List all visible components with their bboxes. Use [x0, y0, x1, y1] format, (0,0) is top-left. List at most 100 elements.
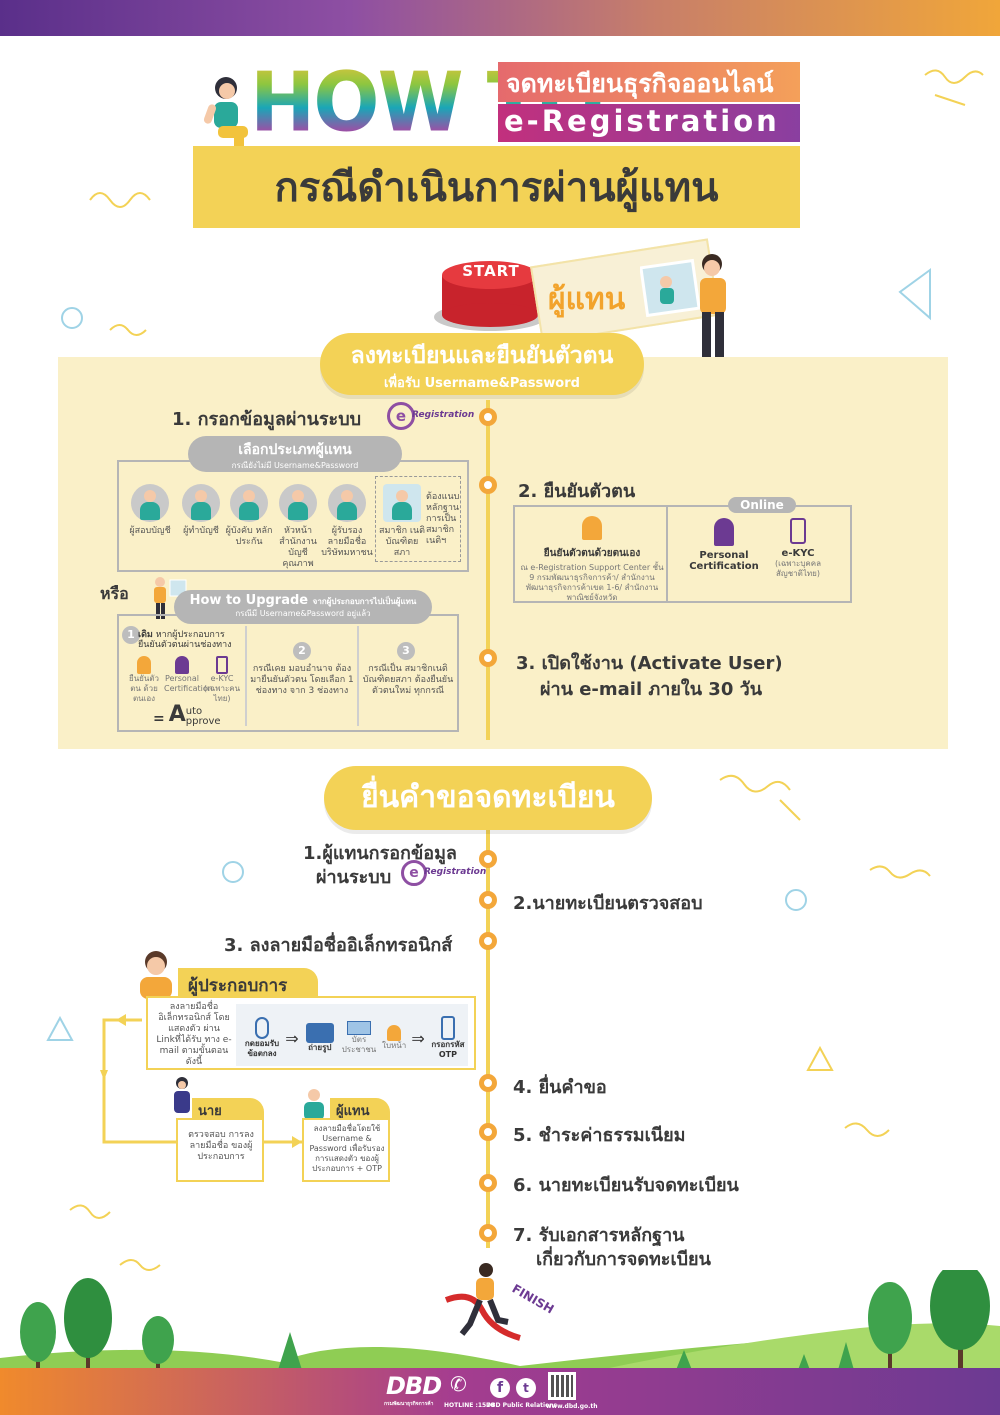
s2-step1-line1: 1.ผู้แทนกรอกข้อมูล [303, 843, 457, 864]
face-icon [387, 1025, 402, 1041]
timeline-dot [479, 891, 497, 909]
e-registration-logo-icon: e [401, 860, 427, 886]
verify-box [513, 505, 852, 603]
qr-code-icon[interactable] [548, 1372, 576, 1400]
e-registration-logo-text: Registration [412, 410, 475, 420]
accounting-office-icon [279, 484, 317, 522]
upgrade-item-2: กรณีเคย มอบอำนาจ ต้องมายืนยันตัวตน โดยเล… [250, 664, 354, 697]
select-agent-type-pill: เลือกประเภทผู้แทน กรณียังไม่มี Username&… [188, 436, 402, 472]
s2-step7-line2: เกี่ยวกับการจดทะเบียน [536, 1249, 711, 1270]
hotline-text: HOTLINE :1570 [444, 1402, 495, 1409]
flow-photo: ถ่ายรูป [302, 1023, 338, 1053]
agent-desc: ลงลายมือชื่อโดยใช้ Username & Password เ… [309, 1124, 385, 1173]
operator-flow-row: กดยอมรับ ข้อตกลง ⇒ ถ่ายรูป บัตรประชาชน ใ… [242, 1010, 468, 1066]
agent-small-icon [304, 1089, 324, 1120]
twitter-icon[interactable]: t [516, 1378, 536, 1398]
e-registration-logo-icon: e [387, 402, 415, 430]
timeline-dot [479, 408, 497, 426]
verify-self-icon [582, 516, 602, 540]
agent-type-signature-certifier[interactable]: ผู้รับรอง ลายมือชื่อ บริษัทมหาชน [320, 484, 374, 559]
website-text: www.dbd.go.th [546, 1403, 598, 1410]
dbd-logo-sub: กรมพัฒนาธุรกิจการค้า [384, 1401, 434, 1407]
accountant-icon [182, 484, 220, 522]
facebook-icon[interactable]: f [490, 1378, 510, 1398]
verify-self-title: ยืนยันตัวตนด้วยตนเอง [543, 548, 641, 559]
s2-step1-line2: ผ่านระบบ [316, 867, 392, 888]
subtitle-banner: กรณีดำเนินการผ่านผู้แทน [193, 146, 800, 228]
registrar-woman-icon [174, 1077, 190, 1113]
timeline-line-2 [486, 828, 490, 1248]
agent-type-bar-member[interactable]: สมาชิก เนติบัณฑิตย สภา [378, 484, 426, 559]
agent-man-icon [640, 254, 728, 368]
s2-step6: 6. นายทะเบียนรับจดทะเบียน [513, 1175, 739, 1196]
upgrade-num-3: 3 [397, 642, 415, 660]
select-agent-type-title: เลือกประเภทผู้แทน [238, 442, 352, 458]
registration-panel [58, 357, 948, 749]
start-button-icon [434, 261, 546, 331]
agent-type-label: สมาชิก เนติบัณฑิตย สภา [379, 526, 425, 558]
top-gradient-bar [0, 0, 1000, 36]
timeline-dot [479, 476, 497, 494]
camera-icon [305, 1023, 334, 1043]
section1-subtitle: เพื่อรับ Username&Password [384, 376, 580, 391]
upgrade-text-2: กรณีเคย มอบอำนาจ ต้องมายืนยันตัวตน โดยเล… [250, 664, 354, 696]
s2-step3: 3. ลงลายมือชื่ออิเล็กทรอนิกส์ [224, 935, 453, 956]
flow-accept: กดยอมรับ ข้อตกลง [242, 1017, 282, 1059]
s2-step7-line1: 7. รับเอกสารหลักฐาน [513, 1225, 685, 1246]
flow-id-card: บัตรประชาชน [341, 1021, 377, 1055]
upgrade-text-1: หากผู้ประกอบการ ยืนยันตัวตนผ่านช่องทาง [138, 630, 232, 650]
timeline-line-1 [486, 400, 490, 740]
agent-type-accountant[interactable]: ผู้ทำบัญชี [176, 484, 226, 537]
upgrade-divider [357, 626, 359, 726]
id-card-icon [346, 1021, 371, 1035]
select-agent-type-sub: กรณียังไม่มี Username&Password [231, 461, 359, 470]
title-english: e-Registration [498, 104, 800, 142]
upgrade-item-1: เดิม หากผู้ประกอบการ ยืนยันตัวตนผ่านช่อง… [138, 630, 244, 650]
upgrade-divider [245, 626, 247, 726]
ekyc-note: (เฉพาะบุคคล สัญชาติไทย) [774, 559, 822, 578]
verify-ekyc: e-KYC (เฉพาะบุคคล สัญชาติไทย) [768, 518, 828, 579]
registrar-desc: ตรวจสอบ การลงลายมือชื่อ ของผู้ประกอบการ [188, 1130, 254, 1162]
auto-approve: = A uto pprove [153, 702, 221, 727]
dbd-logo: DBD [386, 1372, 442, 1400]
s2-step2: 2.นายทะเบียนตรวจสอบ [513, 893, 703, 914]
verify-divider [666, 507, 668, 601]
section2-title: ยื่นคำขอจดทะเบียน [324, 766, 652, 830]
flow-face: ใบหน้า [380, 1025, 408, 1051]
flow-arrows [100, 1014, 302, 1148]
registrar-tab: นายทะเบียน [192, 1098, 264, 1140]
step3-line2: ผ่าน e-mail ภายใน 30 วัน [540, 679, 763, 700]
ground-landscape [0, 1270, 1000, 1370]
upgrade-num-1: 1 [122, 626, 140, 644]
ekyc-phone-icon [790, 518, 806, 544]
upgrade-icon-personal-cert: Personal Certification [164, 656, 213, 704]
phone-icon: ✆ [450, 1372, 467, 1396]
flow-otp: กรอกรหัส OTP [428, 1016, 468, 1060]
agent-type-label: หัวหน้า สำนักงาน บัญชี คุณภาพ [279, 526, 317, 569]
agent-type-security-enforcer[interactable]: ผู้บังคับ หลักประกัน [224, 484, 274, 548]
verify-personal-cert: Personal Certification [686, 518, 762, 572]
step2-label: 2. ยืนยันตัวตน [518, 481, 636, 502]
phone-icon [440, 1016, 455, 1040]
agent-type-accounting-office[interactable]: หัวหน้า สำนักงาน บัญชี คุณภาพ [272, 484, 324, 570]
bar-member-icon [383, 484, 421, 522]
verify-self: ยืนยันตัวตนด้วยตนเอง ณ e-Registration Su… [520, 516, 664, 603]
upgrade-man-icon [154, 577, 187, 619]
upgrade-icon-self: ยืนยันตัวตน ด้วยตนเอง [126, 656, 162, 704]
agent-tab: ผู้แทน [330, 1098, 390, 1120]
arrow-right-icon: ⇒ [285, 1028, 299, 1048]
personal-cert-icon [714, 518, 734, 546]
upgrade-icon-ekyc: e-KYC (เฉพาะคนไทย) [202, 656, 242, 704]
timeline-dot [479, 932, 497, 950]
step1-label: 1. กรอกข้อมูลผ่านระบบ [172, 409, 362, 430]
agent-type-label: ผู้บังคับ หลักประกัน [225, 526, 273, 547]
finish-runner-icon [444, 1263, 521, 1341]
agent-type-auditor[interactable]: ผู้สอบบัญชี [125, 484, 175, 537]
agent-type-label: ผู้ทำบัญชี [183, 526, 219, 536]
signature-certifier-icon [328, 484, 366, 522]
agent-box [302, 1118, 390, 1182]
section1-title: ลงทะเบียนและยืนยันตัวตน [350, 343, 614, 369]
registrar-box [176, 1118, 264, 1182]
timeline-dot [479, 1224, 497, 1242]
